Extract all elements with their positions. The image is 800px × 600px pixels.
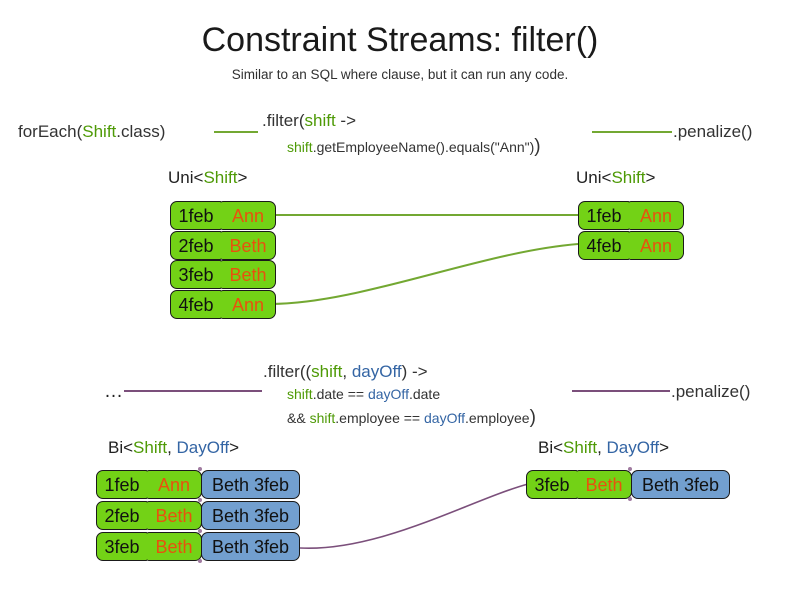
- bi-output-label-type1: Shift: [563, 438, 598, 457]
- foreach-type-token: Shift: [82, 122, 117, 141]
- uni-input-label-suffix: >: [237, 168, 248, 187]
- join-pin-icon: [198, 498, 202, 502]
- shift-name-cell: Beth: [147, 532, 202, 561]
- bi-input-label-prefix: Bi<: [108, 438, 134, 457]
- shift-name-cell: Beth: [147, 501, 202, 530]
- bi-input-row-3[interactable]: 3feb Beth Beth 3feb: [96, 532, 300, 561]
- bi-output-label-suffix: >: [659, 438, 670, 457]
- bi-output-label-prefix: Bi<: [538, 438, 564, 457]
- bi-output-row-1[interactable]: 3feb Beth Beth 3feb: [526, 470, 730, 499]
- join-pin-icon: [198, 529, 202, 533]
- uni-input-row-1[interactable]: 1feb Ann: [170, 201, 276, 230]
- bi-filter-l3-shift: shift: [309, 410, 336, 426]
- uni-input-row-2[interactable]: 2feb Beth: [170, 231, 276, 260]
- uni-filter-line2: shift.getEmployeeName().equals("Ann")): [287, 137, 541, 157]
- bi-filter-line3: && shift.employee == dayOff.employee): [287, 408, 536, 428]
- shift-date-cell: 4feb: [578, 231, 630, 260]
- uni-filter-close-paren: ): [534, 136, 541, 157]
- uni-filter-head: .filter(: [262, 111, 305, 130]
- bi-filter-l3-mid: .employee ==: [335, 410, 424, 426]
- foreach-suffix: .class): [116, 122, 166, 141]
- bi-output-label-comma: ,: [597, 438, 607, 457]
- uni-penalize-label: .penalize(): [673, 122, 753, 141]
- bi-input-row-1[interactable]: 1feb Ann Beth 3feb: [96, 470, 300, 499]
- uni-filter-line1: .filter(shift ->: [262, 110, 356, 131]
- dayoff-cell: Beth 3feb: [201, 470, 300, 499]
- shift-date-cell: 2feb: [170, 231, 222, 260]
- bi-input-label-type1: Shift: [133, 438, 168, 457]
- uni-input-row-4[interactable]: 4feb Ann: [170, 290, 276, 319]
- bi-filter-line2: shift.date == dayOff.date: [287, 385, 440, 404]
- bi-filter-param-dayoff: dayOff: [351, 362, 402, 381]
- uni-input-row-3[interactable]: 3feb Beth: [170, 260, 276, 289]
- shift-date-cell: 1feb: [96, 470, 148, 499]
- join-pin-icon: [628, 497, 632, 501]
- bi-filter-arrow: ) ->: [401, 362, 428, 381]
- shift-date-cell: 1feb: [578, 201, 630, 230]
- page-title: Constraint Streams: filter(): [201, 21, 599, 59]
- bi-source-ellipsis: …: [104, 381, 123, 402]
- bi-penalize-label: .penalize(): [671, 382, 751, 401]
- shift-name-cell: Ann: [147, 470, 202, 499]
- bi-input-label-comma: ,: [167, 438, 177, 457]
- bi-filter-l2-shift: shift: [287, 386, 313, 402]
- uni-filter-arrow: ->: [335, 111, 356, 130]
- bi-filter-line1: .filter((shift, dayOff) ->: [263, 361, 428, 382]
- shift-name-cell: Ann: [221, 290, 276, 319]
- shift-name-cell: Beth: [221, 260, 276, 289]
- uni-output-label-suffix: >: [645, 168, 656, 187]
- shift-date-cell: 3feb: [96, 532, 148, 561]
- bi-filter-close-paren: ): [529, 407, 536, 428]
- join-pin-icon: [198, 467, 202, 471]
- bi-input-stream-label: Bi<Shift, DayOff>: [108, 437, 239, 458]
- page-subtitle: Similar to an SQL where clause, but it c…: [231, 67, 569, 82]
- uni-filter-body-shift: shift: [287, 139, 313, 155]
- bi-input-row-2[interactable]: 2feb Beth Beth 3feb: [96, 501, 300, 530]
- bi-input-label-suffix: >: [229, 438, 240, 457]
- bi-output-label-type2: DayOff: [606, 438, 660, 457]
- bi-filter-l2-dayoff: dayOff: [367, 386, 409, 402]
- shift-name-cell: Ann: [629, 201, 684, 230]
- foreach-prefix: forEach(: [18, 122, 83, 141]
- dayoff-cell: Beth 3feb: [201, 532, 300, 561]
- bi-filter-l3-dayoff: dayOff: [424, 410, 465, 426]
- shift-name-cell: Ann: [629, 231, 684, 260]
- bi-filter-l3-tail: .employee: [465, 410, 530, 426]
- join-pin-icon: [628, 467, 632, 471]
- foreach-label: forEach(Shift.class): [18, 121, 165, 142]
- dayoff-cell: Beth 3feb: [201, 501, 300, 530]
- connector-bi-row3: [299, 483, 529, 549]
- dayoff-cell: Beth 3feb: [631, 470, 730, 499]
- uni-output-label-prefix: Uni<: [576, 168, 612, 187]
- uni-input-label-type: Shift: [203, 168, 238, 187]
- bi-filter-head: .filter((: [263, 362, 312, 381]
- bi-filter-param-comma: ,: [342, 362, 352, 381]
- bi-filter-l3-and: &&: [287, 410, 310, 426]
- uni-filter-param-shift: shift: [304, 111, 336, 130]
- shift-date-cell: 1feb: [170, 201, 222, 230]
- bi-input-label-type2: DayOff: [176, 438, 230, 457]
- bi-filter-l2-mid: .date ==: [312, 386, 368, 402]
- uni-output-row-2[interactable]: 4feb Ann: [578, 231, 684, 260]
- bi-filter-l2-tail: .date: [408, 386, 441, 402]
- shift-date-cell: 4feb: [170, 290, 222, 319]
- shift-date-cell: 2feb: [96, 501, 148, 530]
- uni-output-stream-label: Uni<Shift>: [576, 167, 655, 188]
- shift-date-cell: 3feb: [170, 260, 222, 289]
- shift-name-cell: Beth: [221, 231, 276, 260]
- uni-input-stream-label: Uni<Shift>: [168, 167, 247, 188]
- bi-filter-param-shift: shift: [311, 362, 343, 381]
- uni-filter-body-expr: .getEmployeeName().equals("Ann"): [312, 139, 535, 155]
- shift-name-cell: Beth: [577, 470, 632, 499]
- uni-output-row-1[interactable]: 1feb Ann: [578, 201, 684, 230]
- connector-uni-row4: [269, 243, 579, 305]
- bi-output-stream-label: Bi<Shift, DayOff>: [538, 437, 669, 458]
- uni-input-label-prefix: Uni<: [168, 168, 204, 187]
- shift-date-cell: 3feb: [526, 470, 578, 499]
- uni-output-label-type: Shift: [611, 168, 646, 187]
- shift-name-cell: Ann: [221, 201, 276, 230]
- join-pin-icon: [198, 559, 202, 563]
